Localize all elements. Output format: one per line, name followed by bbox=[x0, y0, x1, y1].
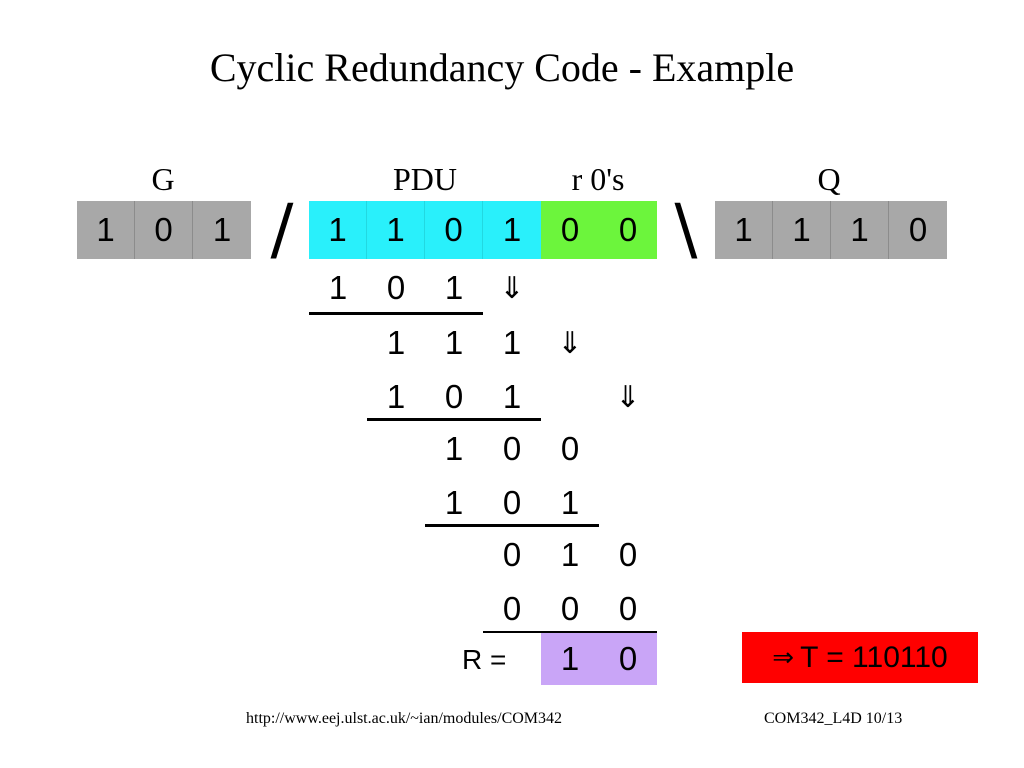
remainder-label: R = bbox=[462, 644, 507, 675]
subtraction-line bbox=[309, 312, 483, 315]
step-bit: 0 bbox=[502, 430, 522, 467]
divisor-bit: 1 bbox=[77, 201, 135, 259]
header-zeros: r 0's bbox=[571, 161, 625, 197]
quotient-bit: 1 bbox=[715, 201, 773, 259]
step-bit: 1 bbox=[444, 269, 464, 306]
step-bit: 1 bbox=[560, 536, 580, 573]
divisor-bit: 1 bbox=[193, 201, 251, 259]
quotient-bit: 0 bbox=[889, 201, 947, 259]
pdu-bit: 1 bbox=[367, 201, 425, 259]
quotient-backslash: \ bbox=[674, 190, 698, 269]
step-bit: 1 bbox=[560, 484, 580, 521]
step-bit: 0 bbox=[618, 590, 638, 627]
quotient-bit: 1 bbox=[831, 201, 889, 259]
divisor-bit: 0 bbox=[135, 201, 193, 259]
subtraction-line bbox=[425, 524, 599, 527]
pdu-bit: 1 bbox=[483, 201, 541, 259]
transmitted-frame-box: ⇒ T = 110110 bbox=[742, 632, 978, 683]
zero-bit: 0 bbox=[599, 201, 657, 259]
implies-arrow-icon: ⇒ bbox=[772, 642, 795, 673]
footer-url: http://www.eej.ulst.ac.uk/~ian/modules/C… bbox=[246, 710, 563, 727]
header-pdu: PDU bbox=[392, 161, 457, 197]
header-q: Q bbox=[817, 161, 841, 197]
step-bit: 0 bbox=[618, 536, 638, 573]
step-bit: 0 bbox=[560, 430, 580, 467]
slide-title: Cyclic Redundancy Code - Example bbox=[209, 45, 795, 90]
bring-down-arrow-icon: ⇓ bbox=[499, 270, 525, 306]
step-bit: 0 bbox=[502, 484, 522, 521]
step-bit: 1 bbox=[386, 378, 406, 415]
remainder-bit: 0 bbox=[599, 633, 657, 685]
quotient-bit: 1 bbox=[773, 201, 831, 259]
header-g: G bbox=[151, 161, 175, 197]
step-bit: 1 bbox=[328, 269, 348, 306]
step-bit: 1 bbox=[444, 324, 464, 361]
step-bit: 0 bbox=[502, 590, 522, 627]
transmitted-frame-text: T = 110110 bbox=[800, 640, 948, 674]
subtraction-line bbox=[483, 631, 657, 633]
step-bit: 1 bbox=[502, 378, 522, 415]
step-bit: 0 bbox=[444, 378, 464, 415]
pdu-bit: 0 bbox=[425, 201, 483, 259]
bring-down-arrow-icon: ⇓ bbox=[557, 325, 583, 361]
step-bit: 0 bbox=[386, 269, 406, 306]
bring-down-arrow-icon: ⇓ bbox=[615, 379, 641, 415]
subtraction-line bbox=[367, 418, 541, 421]
step-bit: 1 bbox=[444, 430, 464, 467]
division-slash: / bbox=[270, 190, 294, 269]
remainder-bit: 1 bbox=[541, 633, 599, 685]
pdu-bit: 1 bbox=[309, 201, 367, 259]
step-bit: 1 bbox=[444, 484, 464, 521]
step-bit: 1 bbox=[502, 324, 522, 361]
step-bit: 1 bbox=[386, 324, 406, 361]
step-bit: 0 bbox=[502, 536, 522, 573]
footer-slide-number: COM342_L4D 10/13 bbox=[764, 710, 903, 727]
step-bit: 0 bbox=[560, 590, 580, 627]
zero-bit: 0 bbox=[541, 201, 599, 259]
